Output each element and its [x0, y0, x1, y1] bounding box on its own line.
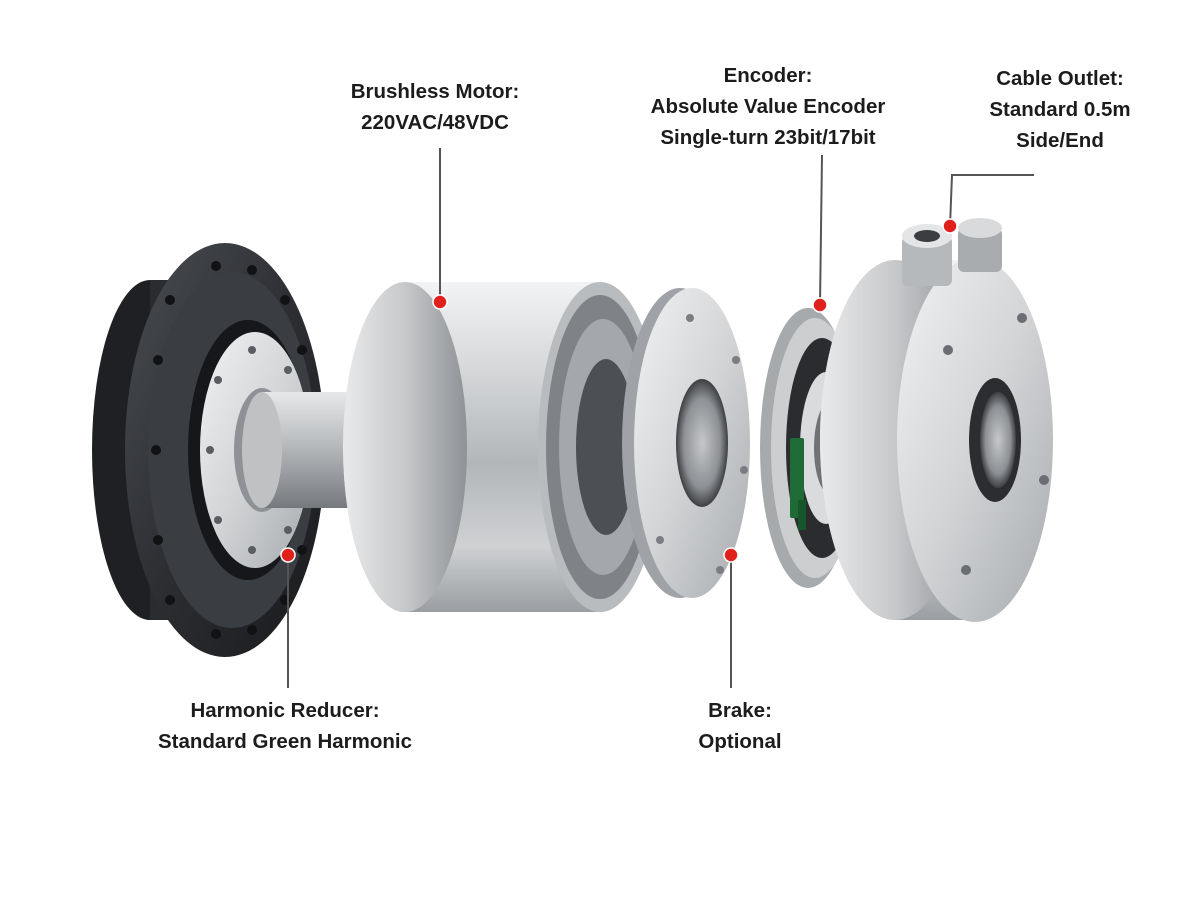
leader-encoder [819, 154, 823, 306]
label-text: Standard 0.5m [989, 98, 1131, 121]
leader-lines [287, 148, 1034, 688]
label-harmonic-reducer: Harmonic Reducer: Standard Green Harmoni… [120, 695, 450, 757]
marker-encoder [812, 297, 828, 313]
cable-gland [902, 218, 1002, 286]
output-shaft [242, 392, 354, 508]
rear-housing [820, 258, 1053, 622]
label-text: 220VAC/48VDC [361, 111, 509, 134]
markers [280, 218, 958, 563]
leader-cable [949, 174, 1034, 227]
label-text: Harmonic Reducer: [190, 699, 380, 722]
marker-brake [723, 547, 739, 563]
label-text: Brushless Motor: [350, 80, 520, 103]
label-text: Single-turn 23bit/17bit [660, 126, 876, 149]
label-text: Encoder: [723, 64, 813, 87]
label-text: Optional [698, 730, 782, 753]
marker-motor [432, 294, 448, 310]
label-text: Brake: [708, 699, 772, 722]
label-brushless-motor: Brushless Motor: 220VAC/48VDC [320, 76, 550, 138]
label-cable-outlet: Cable Outlet: Standard 0.5m Side/End [955, 63, 1165, 156]
label-text: Absolute Value Encoder [650, 95, 886, 118]
label-text: Cable Outlet: [996, 67, 1124, 90]
label-text: Standard Green Harmonic [157, 730, 413, 753]
brushless-motor [343, 282, 662, 612]
marker-cable [942, 218, 958, 234]
brake-disc [622, 288, 750, 598]
label-text: Side/End [1016, 129, 1104, 152]
label-encoder: Encoder: Absolute Value Encoder Single-t… [618, 60, 918, 153]
marker-reducer [280, 547, 296, 563]
label-brake: Brake: Optional [640, 695, 840, 757]
